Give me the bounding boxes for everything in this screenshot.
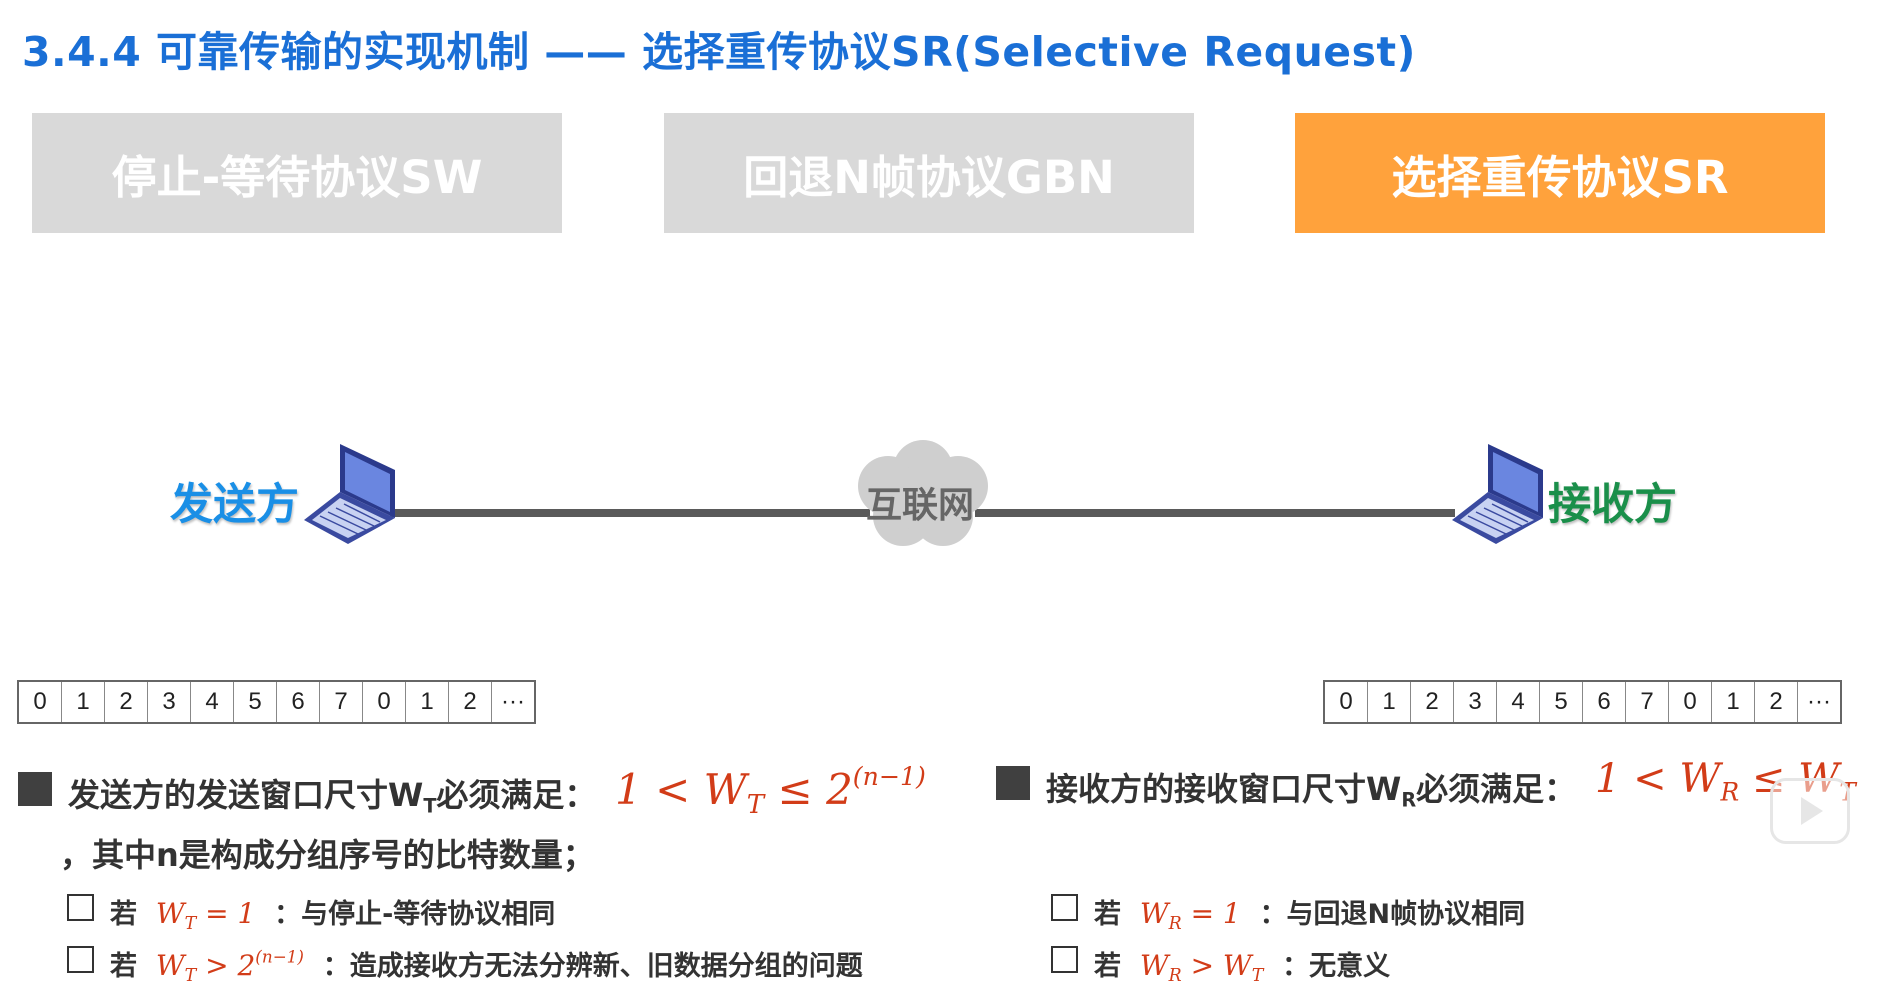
seq-cell: 7: [320, 682, 363, 722]
checkbox[interactable]: [1051, 946, 1078, 973]
sender-case-1: 若 WT = 1 ：与停止-等待协议相同: [110, 897, 556, 935]
bullet-square: [996, 766, 1030, 800]
checkbox[interactable]: [67, 946, 94, 973]
seq-cell: 5: [234, 682, 277, 722]
seq-cell: 6: [277, 682, 320, 722]
sender-label: 发送方: [170, 480, 299, 530]
bullet-square: [18, 772, 52, 806]
laptop-icon: [304, 444, 395, 544]
seq-cell: 0: [363, 682, 406, 722]
seq-cell: 0: [1669, 682, 1712, 722]
sender-case-2: 若 WT > 2(n−1) ：造成接收方无法分辨新、旧数据分组的问题: [110, 946, 863, 986]
tab-go-back-n[interactable]: 回退N帧协议GBN: [664, 113, 1194, 233]
seq-cell: 1: [62, 682, 105, 722]
seq-cell: 2: [449, 682, 492, 722]
seq-cell: 2: [105, 682, 148, 722]
internet-label: 互联网: [866, 485, 975, 526]
seq-cell: ···: [1807, 688, 1831, 715]
seq-cell: 4: [1497, 682, 1540, 722]
checkbox[interactable]: [1051, 894, 1078, 921]
seq-cell: 4: [191, 682, 234, 722]
tab-stop-and-wait[interactable]: 停止-等待协议SW: [32, 113, 562, 233]
seq-cell: 7: [1626, 682, 1669, 722]
receiver-window-rule: 接收方的接收窗口尺寸WR必须满足：: [1046, 770, 1577, 812]
seq-cell: 3: [148, 682, 191, 722]
play-watermark-icon: [1770, 778, 1850, 844]
sender-rule-note: ，其中n是构成分组序号的比特数量；: [60, 836, 595, 874]
checkbox[interactable]: [67, 894, 94, 921]
seq-cell: 1: [1712, 682, 1755, 722]
seq-cell: 2: [1755, 682, 1798, 722]
receiver-sequence-strip: 0 1 2 3 4 5 6 7 0 1 2 ···: [1323, 680, 1842, 724]
receiver-case-2: 若 WR > WT ：无意义: [1094, 949, 1391, 986]
seq-cell: 1: [1368, 682, 1411, 722]
seq-cell: 1: [406, 682, 449, 722]
tab-selective-repeat[interactable]: 选择重传协议SR: [1295, 113, 1825, 233]
link-line-right: [975, 509, 1455, 517]
sender-window-formula: 1 < WT ≤ 2(n−1): [615, 762, 926, 820]
seq-cell: 0: [1325, 682, 1368, 722]
receiver-label: 接收方: [1548, 480, 1677, 530]
laptop-icon: [1452, 444, 1543, 544]
cloud-icon: [858, 440, 988, 546]
link-line-left: [390, 509, 870, 517]
page-title: 3.4.4 可靠传输的实现机制 —— 选择重传协议SR(Selective Re…: [22, 28, 1416, 76]
seq-cell: 5: [1540, 682, 1583, 722]
seq-cell: 0: [19, 682, 62, 722]
sender-window-rule: 发送方的发送窗口尺寸WT必须满足：: [68, 776, 597, 818]
receiver-case-1: 若 WR = 1 ：与回退N帧协议相同: [1094, 897, 1526, 935]
seq-cell: 6: [1583, 682, 1626, 722]
seq-cell: 2: [1411, 682, 1454, 722]
sender-sequence-strip: 0 1 2 3 4 5 6 7 0 1 2 ···: [17, 680, 536, 724]
seq-cell: ···: [501, 688, 525, 715]
seq-cell: 3: [1454, 682, 1497, 722]
